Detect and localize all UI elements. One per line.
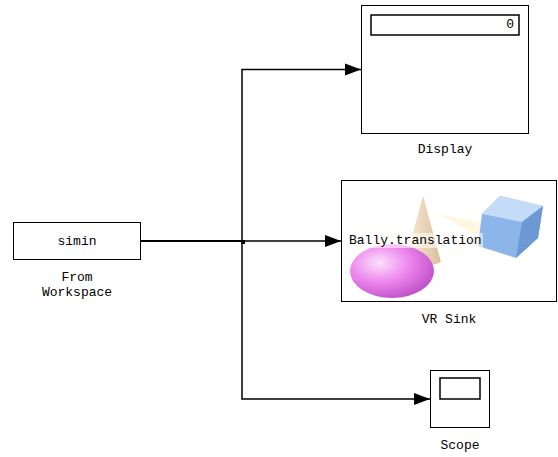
- arrowhead: [345, 64, 361, 76]
- block-outline: [430, 370, 490, 428]
- display-readout-frame: [371, 15, 519, 35]
- signal-line: [141, 64, 361, 242]
- scope-screen: [440, 378, 480, 399]
- signal-line: [141, 241, 430, 405]
- cube-shape: [478, 196, 543, 258]
- block-parameter: simin: [57, 234, 96, 249]
- block-parameter: Bally.translation: [348, 233, 483, 248]
- arrowhead: [414, 393, 430, 405]
- block-parameter: 0: [506, 17, 514, 32]
- signal-path: [141, 241, 430, 399]
- block-name: Display: [418, 142, 473, 157]
- block-outline: [361, 5, 529, 134]
- block-name: VR Sink: [422, 312, 477, 327]
- signal-path: [141, 70, 361, 242]
- sphere-shape: [350, 244, 434, 298]
- arrowhead: [325, 235, 341, 247]
- cube-side: [516, 206, 543, 258]
- block-name: Scope: [440, 438, 479, 453]
- block-name: From Workspace: [42, 270, 112, 300]
